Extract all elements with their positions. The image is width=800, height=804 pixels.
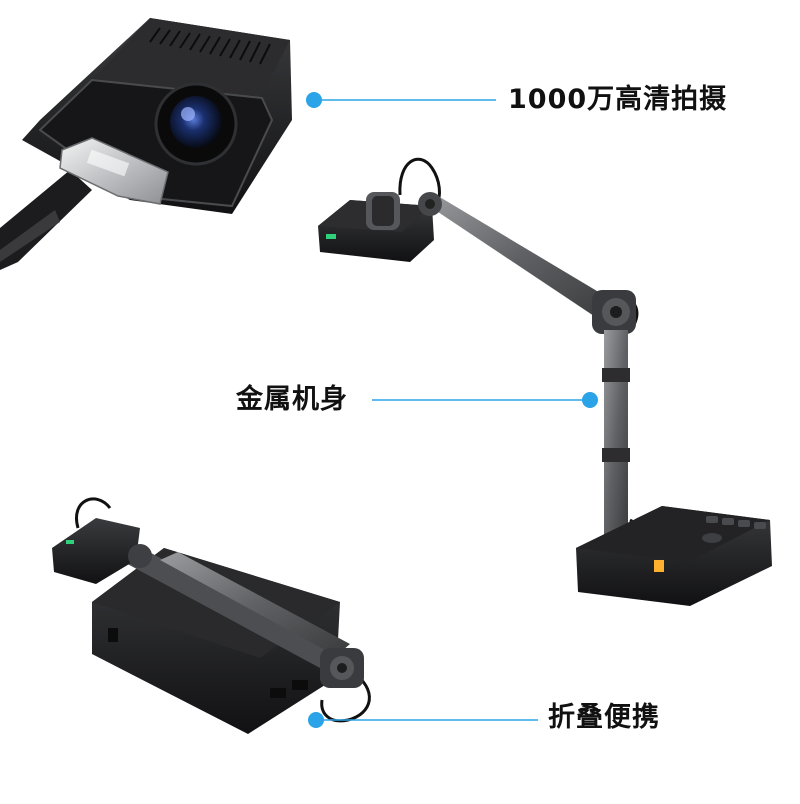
callout-hd-capture	[306, 92, 496, 108]
camera-head-closeup	[0, 18, 292, 270]
document-camera-folded	[52, 497, 371, 734]
feature-label-metal-body: 金属机身	[236, 384, 348, 415]
callout-metal-body	[372, 392, 598, 408]
callout-foldable	[308, 712, 538, 728]
document-camera-assembled	[318, 157, 772, 606]
feature-label-foldable: 折叠便携	[548, 702, 660, 733]
feature-label-hd-capture: 1000万高清拍摄	[508, 84, 728, 115]
